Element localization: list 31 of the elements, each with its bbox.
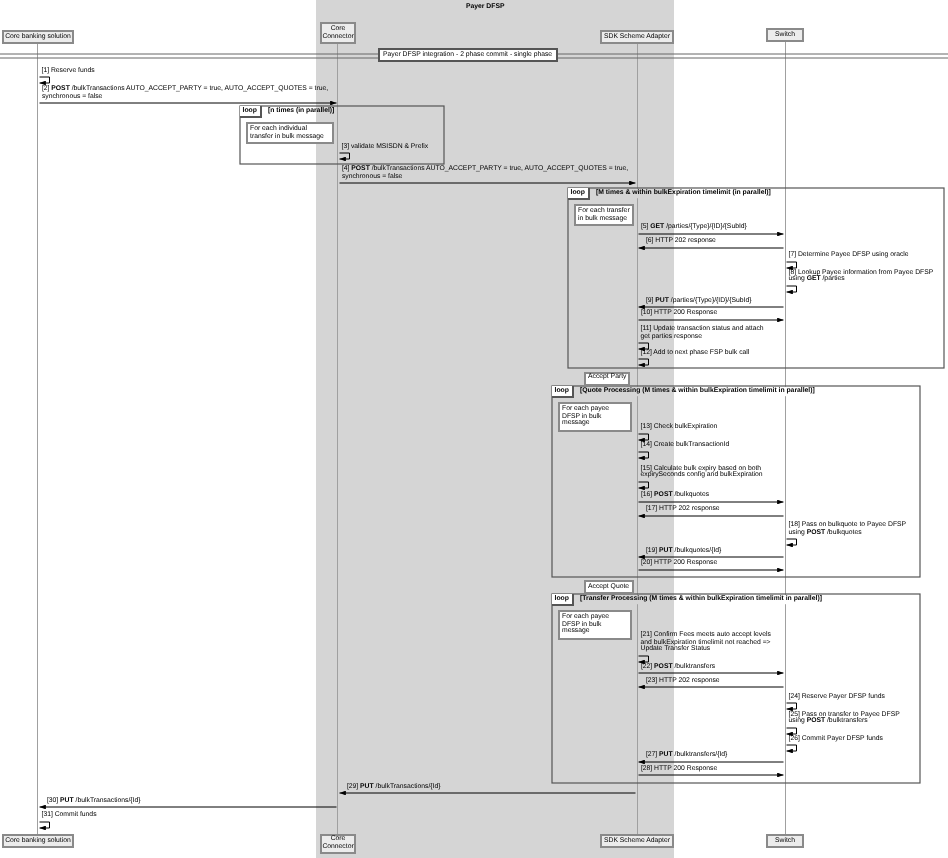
self-message-arrow <box>39 821 50 831</box>
message-arrow <box>638 554 784 560</box>
self-message-arrow <box>339 152 350 162</box>
message-arrow <box>638 304 784 310</box>
message-arrow <box>339 790 636 796</box>
message-arrow <box>638 670 784 676</box>
message-arrow <box>638 684 784 690</box>
message-arrow <box>39 100 337 106</box>
self-message-arrow <box>638 451 649 461</box>
message-arrow <box>638 499 784 505</box>
self-message-arrow <box>638 342 649 352</box>
self-message-arrow <box>39 76 50 86</box>
message-arrow <box>638 567 784 573</box>
self-message-arrow <box>786 285 797 295</box>
self-message-arrow <box>638 481 649 491</box>
message-arrow <box>638 317 784 323</box>
self-message-arrow <box>786 261 797 271</box>
self-message-arrow <box>786 538 797 548</box>
message-arrow <box>638 772 784 778</box>
self-message-arrow <box>638 433 649 443</box>
message-arrow <box>339 180 636 186</box>
message-arrow <box>638 231 784 237</box>
self-message-arrow <box>638 655 649 665</box>
message-arrow <box>39 804 337 810</box>
self-message-arrow <box>786 727 797 737</box>
message-arrow <box>638 513 784 519</box>
self-message-arrow <box>786 702 797 712</box>
self-message-arrow <box>786 744 797 754</box>
message-arrow <box>638 759 784 765</box>
message-arrow <box>638 245 784 251</box>
self-message-arrow <box>638 358 649 368</box>
